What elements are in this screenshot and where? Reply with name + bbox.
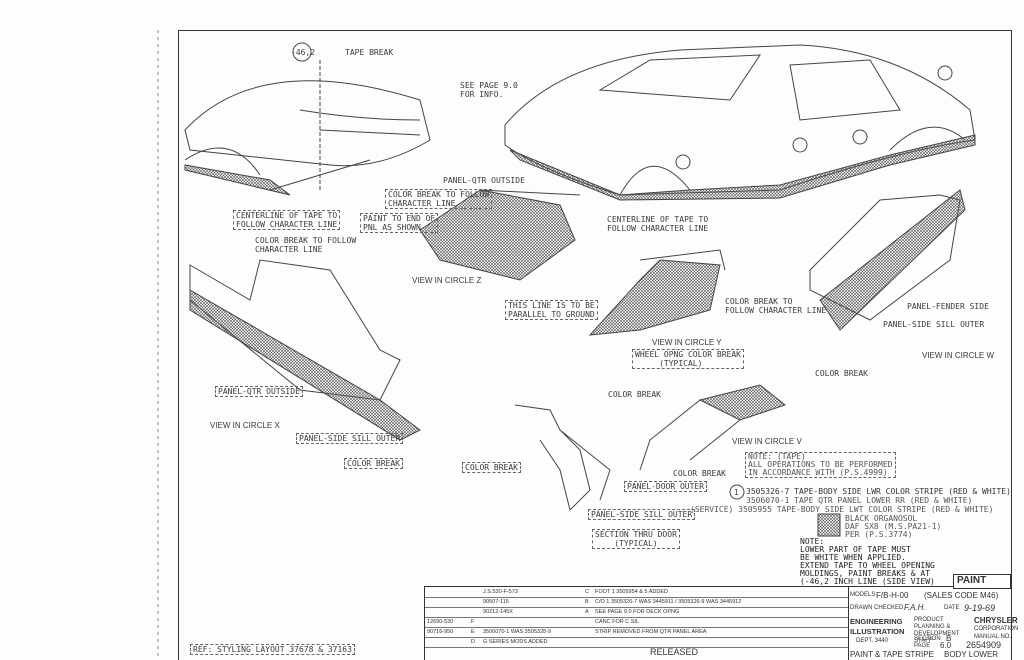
- revision-cell: 90716-950: [427, 629, 454, 635]
- organosol-note: BLACK ORGANOSOL DAF SX8 (M.S.PA21-1) PER…: [845, 514, 942, 539]
- page-value: 6.0: [940, 641, 952, 650]
- view-z-label: VIEW IN CIRCLE Z: [412, 276, 482, 285]
- color-break-label: COLOR BREAK: [462, 462, 521, 473]
- paint-to-end-label: PAINT TO END OF PNL AS SHOWN: [360, 213, 439, 233]
- section-value: B: [946, 634, 952, 643]
- color-break-label: COLOR BREAK: [815, 369, 868, 378]
- date-value: 9-19-69: [964, 603, 996, 613]
- wheel-opng-label: WHEEL OPNG COLOR BREAK (TYPICAL): [632, 349, 744, 369]
- sales-code: (SALES CODE M46): [924, 591, 999, 600]
- models-label: MODELS: [850, 592, 876, 598]
- tape-break-ref: -46,2: [291, 48, 316, 57]
- panel-qtr-outside-label: PANEL-QTR OUTSIDE: [215, 386, 303, 397]
- view-v-section: [639, 384, 787, 471]
- view-w-section: [809, 189, 966, 331]
- ref-styling-label: REF: STYLING LAYOUT 37678 & 37163: [190, 644, 355, 655]
- centerline-label: CENTERLINE OF TAPE TO FOLLOW CHARACTER L…: [233, 210, 341, 230]
- color-break-label: COLOR BREAK TO FOLLOW CHARACTER LINE: [255, 236, 357, 254]
- model-code: F/B-H-00: [876, 591, 909, 600]
- panel-sill-outer-label: PANEL-SIDE SILL OUTER: [883, 320, 985, 329]
- centerline-label: CENTERLINE OF TAPE TO FOLLOW CHARACTER L…: [607, 215, 709, 233]
- dept-label: DEPT. 3440: [856, 638, 889, 644]
- date-label: DATE: [944, 605, 960, 611]
- revision-cell: D: [471, 639, 475, 645]
- callout-number: 1: [734, 488, 739, 497]
- corporation-label: CORPORATION: [974, 626, 1019, 632]
- revision-row: 90507-115 B C/O 1 3505326-7 WAS 3445911 / …: [425, 597, 849, 608]
- drawn-label: DRAWN: [850, 605, 873, 611]
- revision-cell: 90507-115: [483, 599, 509, 605]
- revision-cell: J.S.530-F-573: [483, 589, 518, 595]
- drawing-title: PAINT & TAPE STRIPE: [850, 650, 934, 659]
- drawing-subtitle: BODY LOWER: [944, 650, 999, 659]
- color-break-label: COLOR BREAK TO FOLLOW CHARACTER LINE: [385, 189, 493, 209]
- revision-cell: SEE PAGE 9.0 FOR DECK OPNG: [595, 609, 680, 615]
- color-break-label: COLOR BREAK: [344, 458, 403, 469]
- view-v-label: VIEW IN CIRCLE V: [732, 437, 802, 446]
- tape-break-label: TAPE BREAK: [345, 48, 394, 57]
- revision-cell: 12690-530: [427, 619, 454, 625]
- revision-row: J.S.530-F-573 C FOOT 1 3505954 & 5 ADDED: [425, 587, 849, 598]
- revision-cell: E: [471, 629, 475, 635]
- revision-cell: A: [585, 609, 589, 615]
- revision-cell: F: [471, 619, 475, 625]
- color-break-label: COLOR BREAK: [608, 390, 661, 399]
- page-label: PAGE: [914, 643, 931, 649]
- view-x-label: VIEW IN CIRCLE X: [210, 421, 280, 430]
- panel-fender-side-label: PANEL-FENDER SIDE: [907, 302, 989, 311]
- view-w-label: VIEW IN CIRCLE W: [922, 351, 995, 360]
- revision-cell: C/O 1 3505326-7 WAS 3445911 / 3505326-9 …: [595, 599, 742, 605]
- panel-qtr-outside-label: PANEL-QTR OUTSIDE: [443, 176, 525, 185]
- engineering-label: ENGINEERING: [850, 617, 903, 626]
- section-thru-door-label: SECTION THRU DOOR (TYPICAL): [592, 529, 680, 549]
- revision-cell: B: [585, 599, 589, 605]
- revision-row: 12690-530 F CANC FOR C.SIL: [425, 617, 849, 628]
- parallel-label: THIS LINE IS TO BE PARALLEL TO GROUND: [505, 300, 598, 320]
- manual-label: MANUAL NO.: [974, 634, 1012, 640]
- ppd-label: PRODUCT PLANNING & DEVELOPMENT STAFF: [914, 617, 960, 644]
- section-door: [514, 404, 611, 511]
- paint-tab: PAINT: [953, 574, 1011, 589]
- revision-cell: 90212-145X: [483, 609, 513, 615]
- tape-note: NOTE: (TAPE) ALL OPERATIONS TO BE PERFOR…: [745, 452, 896, 478]
- released-stamp: RELEASED: [650, 647, 699, 657]
- car-three-quarter-view: [504, 44, 976, 201]
- panel-sill-outer-label: PANEL-SIDE SILL OUTER: [296, 433, 404, 444]
- revision-cell: C: [585, 589, 589, 595]
- view-x-section: [189, 259, 421, 441]
- panel-door-outer-label: PANEL-DOOR OUTER: [624, 481, 708, 492]
- color-break-label: COLOR BREAK: [673, 469, 726, 478]
- revision-cell: STRIP REMOVED FROM QTR PANEL AREA: [595, 629, 707, 635]
- revision-cell: CANC FOR C.SIL: [595, 619, 640, 625]
- rear-car-view: [184, 60, 431, 196]
- section-label: SECTION: [914, 636, 941, 642]
- illustration-label: ILLUSTRATION: [850, 627, 905, 636]
- title-block: [848, 586, 1012, 660]
- part-line: 3506070-1 TAPE QTR PANEL LOWER RR (RED &…: [746, 496, 973, 505]
- part-line: 3505326-7 TAPE-BODY SIDE LWR COLOR STRIP…: [746, 487, 1011, 496]
- checked-label: CHECKED: [874, 605, 904, 611]
- chrysler-logo: CHRYSLER: [974, 616, 1018, 625]
- drawing-border: [178, 30, 1012, 660]
- panel-sill-outer-label: PANEL-SIDE SILL OUTER: [588, 509, 696, 520]
- part-line: (SERVICE) 3505955 TAPE-BODY SIDE LWT COL…: [690, 505, 994, 514]
- manual-number: 2654909: [966, 640, 1002, 650]
- lower-note: NOTE: LOWER PART OF TAPE MUST BE WHITE W…: [800, 537, 935, 586]
- view-y-section: [588, 249, 726, 336]
- revision-row: 90716-950 E 3506070-1 WAS 3505328-9 STRIP R…: [425, 627, 849, 638]
- view-z-section: [419, 189, 581, 281]
- revision-cell: G SERIES MODS ADDED: [483, 639, 548, 645]
- revision-table: J.S.530-F-573 C FOOT 1 3505954 & 5 ADDED 90…: [424, 586, 849, 660]
- revision-row: D G SERIES MODS ADDED: [425, 637, 849, 648]
- color-break-label: COLOR BREAK TO FOLLOW CHARACTER LINE: [725, 297, 827, 315]
- checked-initials: F.A.H.: [904, 603, 926, 612]
- view-y-label: VIEW IN CIRCLE Y: [652, 338, 722, 347]
- see-page-label: SEE PAGE 9.0 FOR INFO.: [460, 81, 518, 99]
- revision-row: 90212-145X A SEE PAGE 9.0 FOR DECK OPNG: [425, 607, 849, 618]
- revision-cell: 3506070-1 WAS 3505328-9: [483, 629, 551, 635]
- revision-cell: FOOT 1 3505954 & 5 ADDED: [595, 589, 668, 595]
